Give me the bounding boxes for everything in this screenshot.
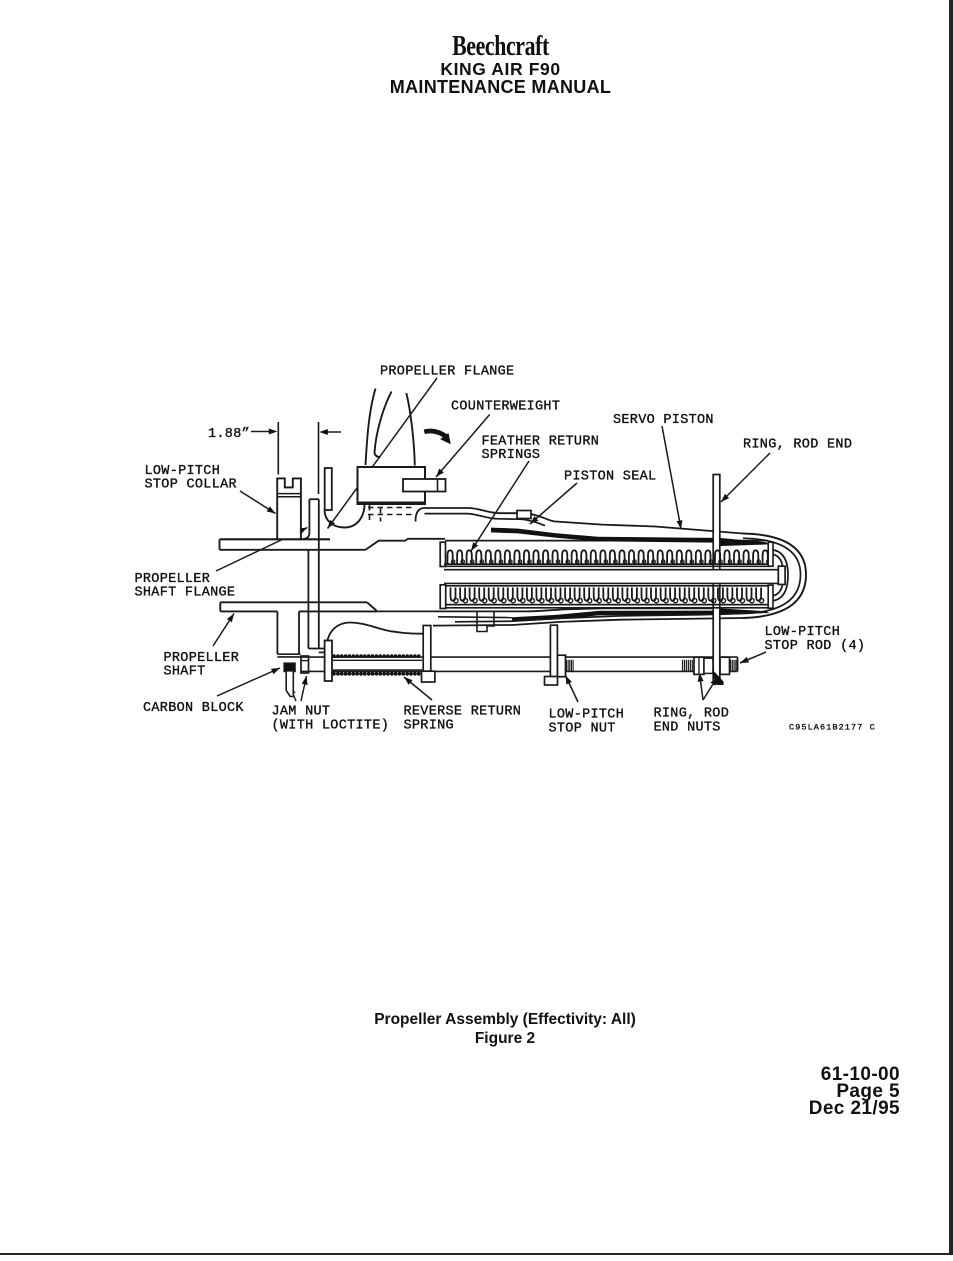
svg-text:RING, ROD END: RING, ROD END [743,438,852,453]
svg-text:STOP COLLAR: STOP COLLAR [145,478,237,493]
svg-text:STOP ROD (4): STOP ROD (4) [765,639,866,654]
svg-text:END NUTS: END NUTS [654,721,721,736]
svg-text:PISTON SEAL: PISTON SEAL [564,470,656,485]
svg-text:SPRING: SPRING [404,719,454,734]
svg-text:STOP NUT: STOP NUT [549,722,616,737]
svg-text:FEATHER RETURN: FEATHER RETURN [482,435,600,450]
svg-text:SERVO PISTON: SERVO PISTON [613,413,714,428]
svg-text:LOW-PITCH: LOW-PITCH [765,625,841,640]
svg-text:PROPELLER: PROPELLER [135,572,211,587]
svg-text:SHAFT FLANGE: SHAFT FLANGE [135,586,236,601]
svg-text:(WITH LOCTITE): (WITH LOCTITE) [272,719,390,734]
svg-text:PROPELLER FLANGE: PROPELLER FLANGE [380,365,514,380]
svg-text:1.88”: 1.88” [208,427,250,442]
svg-text:C95LA61B2177 C: C95LA61B2177 C [789,723,876,733]
svg-text:REVERSE RETURN: REVERSE RETURN [404,705,522,720]
svg-text:SPRINGS: SPRINGS [482,448,541,463]
svg-text:CARBON BLOCK: CARBON BLOCK [143,701,244,716]
svg-text:JAM NUT: JAM NUT [272,705,331,720]
svg-text:RING, ROD: RING, ROD [654,707,730,722]
svg-text:COUNTERWEIGHT: COUNTERWEIGHT [451,400,560,415]
svg-text:PROPELLER: PROPELLER [164,651,240,666]
svg-text:LOW-PITCH: LOW-PITCH [549,708,625,723]
svg-text:SHAFT: SHAFT [164,665,206,680]
svg-text:LOW-PITCH: LOW-PITCH [145,464,221,479]
